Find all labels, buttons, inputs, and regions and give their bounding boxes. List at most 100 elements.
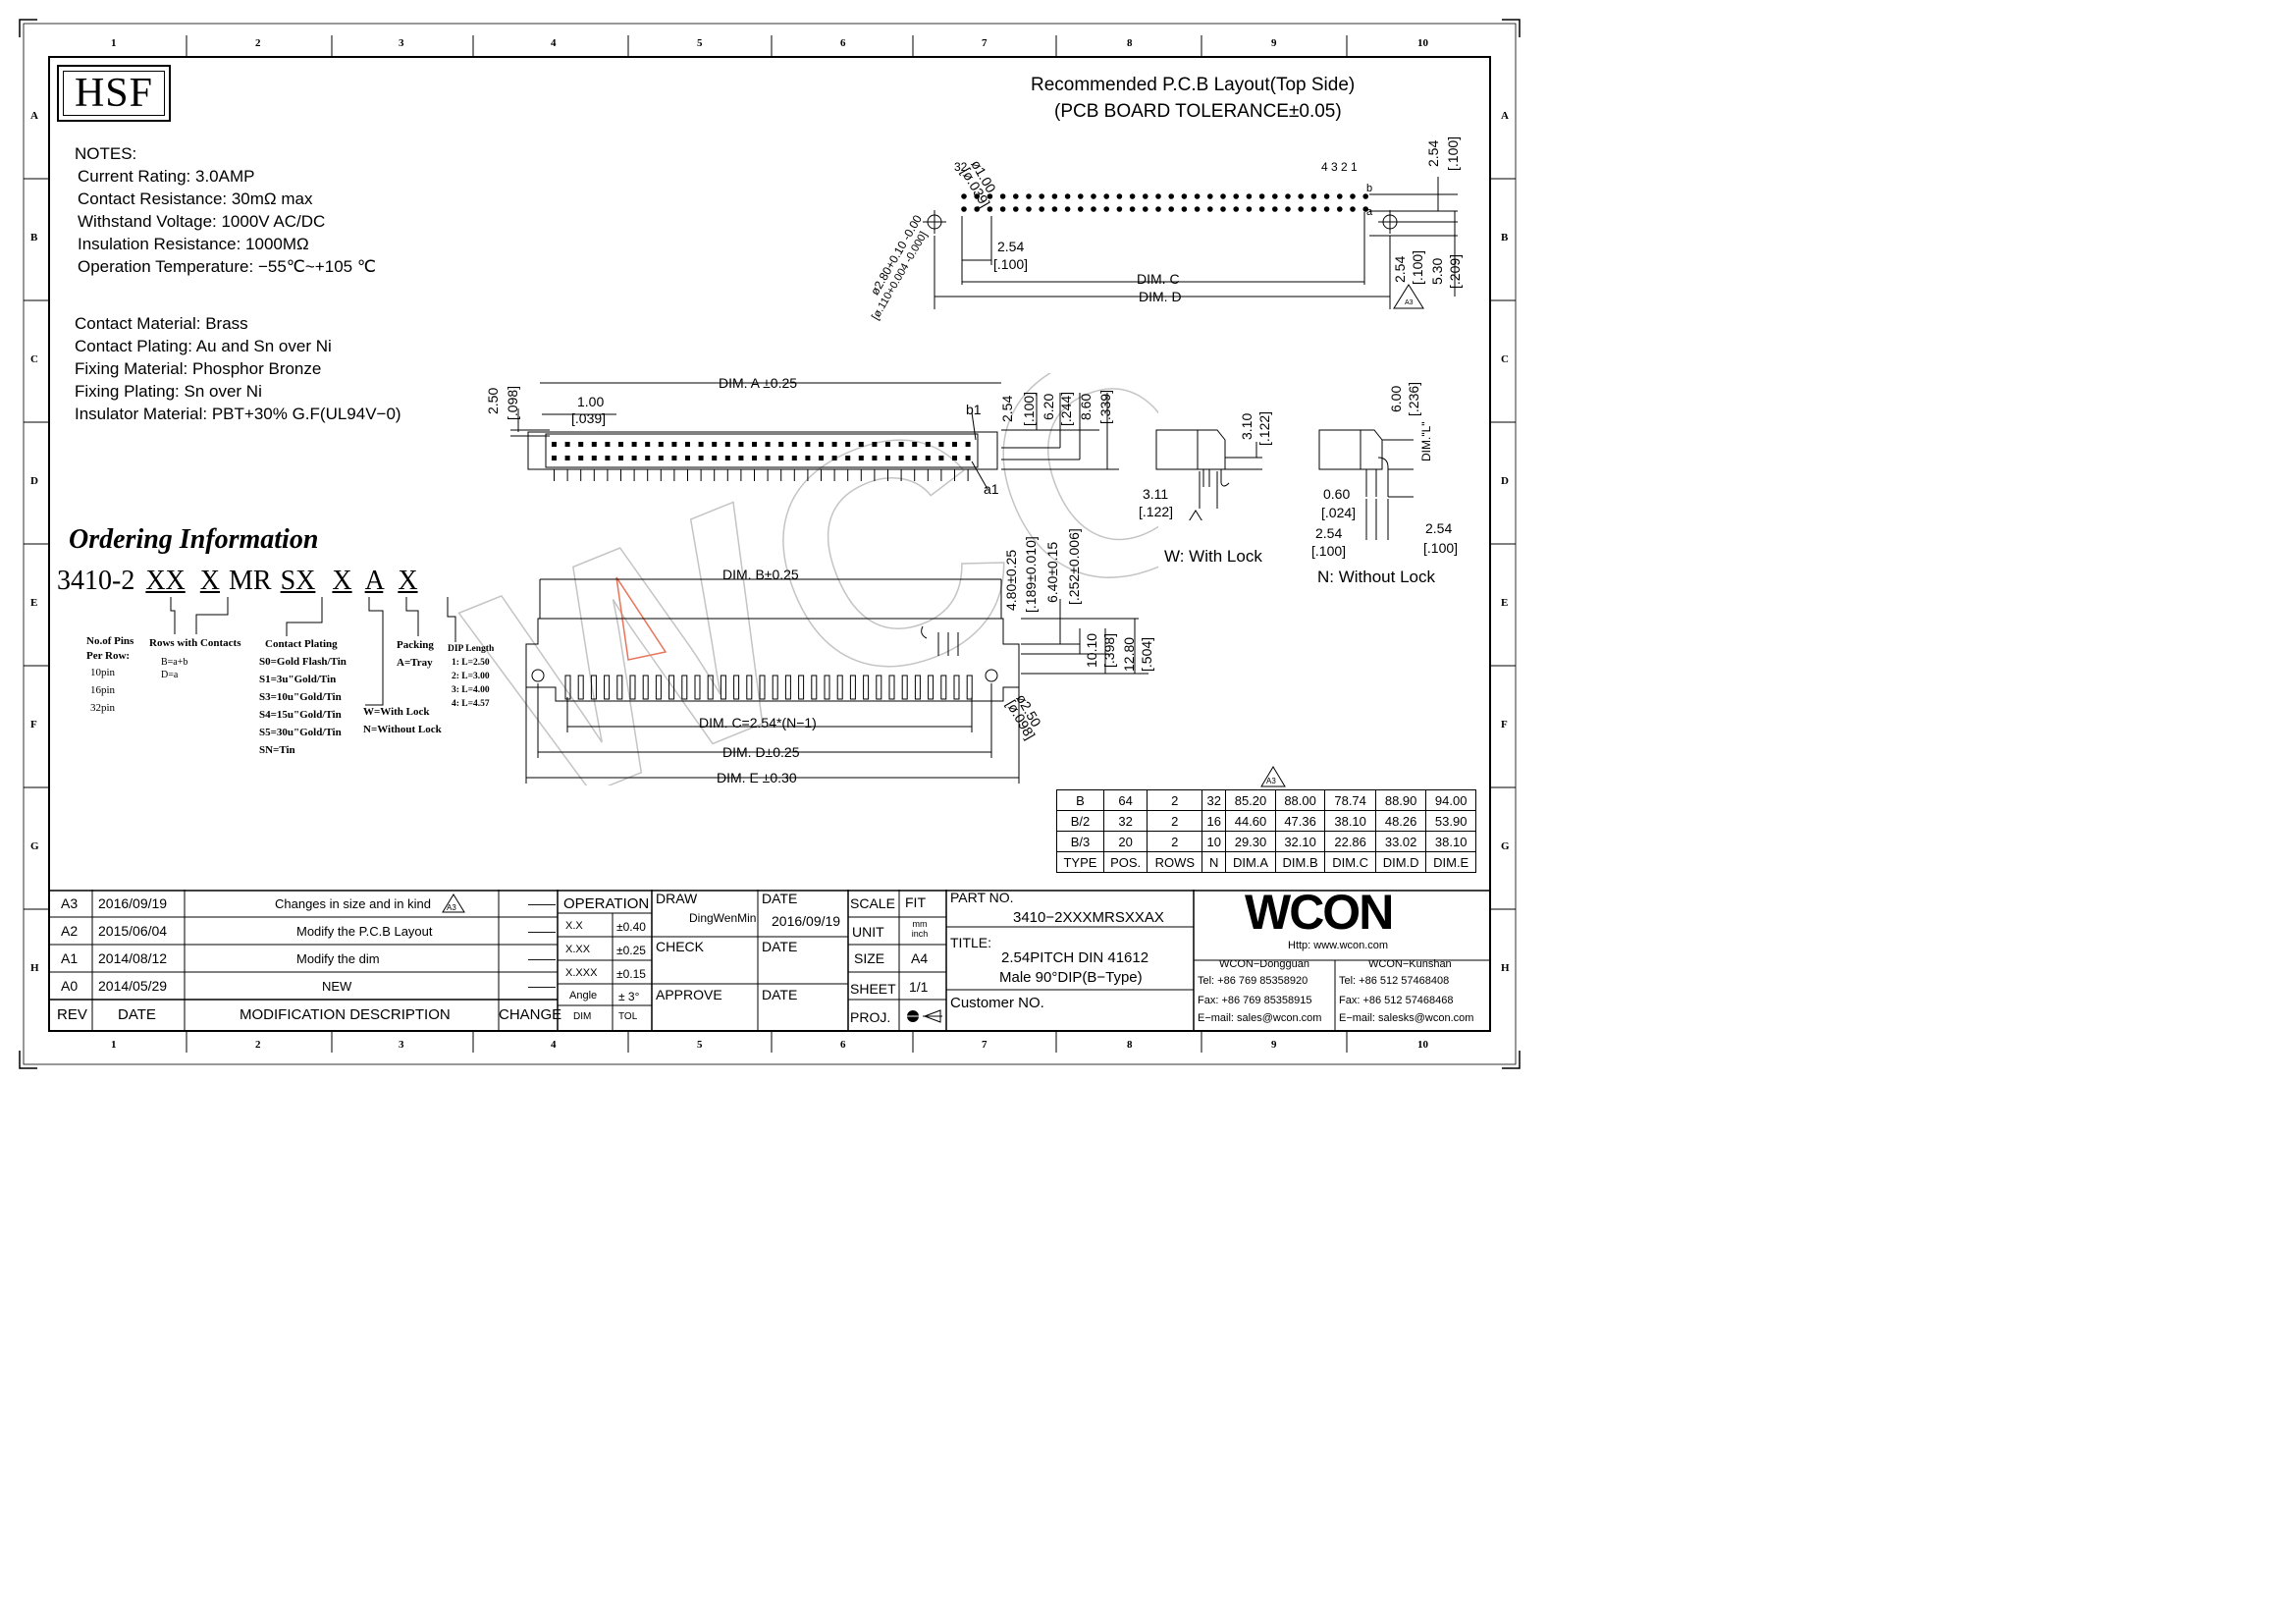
front-pin (849, 675, 856, 700)
pcb-pin-b (1026, 193, 1032, 199)
pcb-pin-b (1272, 193, 1278, 199)
code-x1: X (199, 566, 221, 596)
pcb-pin-b (1310, 193, 1317, 199)
pcb-r530: 5.30 (1429, 257, 1445, 285)
side-socket (671, 456, 677, 460)
front-pin (655, 675, 662, 700)
rev-row-date: 2014/05/29 (98, 978, 168, 994)
pcb-pin-b (1078, 193, 1084, 199)
grid-row-a: A (30, 110, 38, 122)
ordering-code: 3410-2 XX X MR SX X A X (57, 566, 418, 597)
n-600: 6.00 (1388, 385, 1404, 412)
grid-col-2: 2 (255, 37, 261, 49)
plating-option: S1=3u"Gold/Tin (259, 674, 337, 685)
front-pin (604, 675, 611, 700)
side-socket (712, 456, 718, 460)
tol-val: ±0.25 (616, 944, 646, 957)
side-socket (925, 456, 931, 460)
pcb-pin-b (1362, 193, 1368, 199)
pcb-pin-b (1116, 193, 1123, 199)
sheet-value: 1/1 (909, 979, 929, 995)
pcb-pin-b (1039, 193, 1044, 199)
side-socket (791, 456, 797, 460)
side-socket (938, 442, 944, 447)
n-dim-l: DIM."L" (1419, 421, 1433, 461)
pcb-pitch: 2.54 (997, 239, 1025, 254)
front-pin (784, 675, 791, 700)
pcb-pin-b (1103, 193, 1109, 199)
side-socket (845, 442, 851, 447)
grid-col-6: 6 (840, 37, 846, 49)
ks-fax: Fax: +86 512 57468468 (1339, 995, 1454, 1006)
grid-col-1-bottom: 1 (111, 1039, 117, 1051)
plating-option: S0=Gold Flash/Tin (259, 656, 347, 668)
side-socket (738, 442, 744, 447)
pcb-pin-b (1258, 193, 1265, 199)
side-socket (631, 442, 637, 447)
side-socket (698, 456, 704, 460)
grid-row-f-right: F (1501, 719, 1508, 731)
pcb-pin-b (1337, 193, 1343, 199)
pcb-pin-b (1298, 193, 1304, 199)
pcb-pin-b (1168, 193, 1174, 199)
ks-tel: Tel: +86 512 57468408 (1339, 975, 1450, 987)
dg-name: WCON−Dongguan (1219, 958, 1310, 970)
front-dim-c: DIM. C=2.54*(N−1) (699, 715, 817, 731)
pcb-pin-a (1220, 206, 1226, 212)
front-pin (836, 675, 843, 700)
table-cell: 33.02 (1374, 831, 1427, 852)
dip-option: 4: L=4.57 (452, 699, 490, 709)
front-h1280: 12.80 (1121, 636, 1137, 672)
table-cell: 88.90 (1374, 789, 1427, 811)
grid-col-4-bottom: 4 (551, 1039, 557, 1051)
table-cell: 44.60 (1225, 810, 1276, 832)
pcb-pin-b (1051, 193, 1058, 199)
dg-mail: E−mail: sales@wcon.com (1198, 1012, 1322, 1024)
grid-row-b-right: B (1501, 232, 1509, 244)
side-socket (645, 456, 651, 460)
packing-block: Packing A=Tray (397, 636, 434, 672)
tol-key: X.XXX (565, 967, 598, 979)
table-cell: 32 (1201, 789, 1227, 811)
grid-col-7-bottom: 7 (982, 1039, 988, 1051)
pcb-pin-a (1051, 206, 1058, 212)
grid-col-9-bottom: 9 (1271, 1039, 1277, 1051)
front-pin (811, 675, 818, 700)
table-cell: B/3 (1056, 831, 1104, 852)
front-dim-d: DIM. D±0.25 (722, 744, 800, 760)
side-socket (872, 442, 878, 447)
tol-key: X.X (565, 920, 583, 932)
front-pin (824, 675, 830, 700)
side-socket (578, 456, 584, 460)
rev-row-date: 2015/06/04 (98, 923, 168, 939)
table-cell: 2 (1147, 810, 1203, 832)
pcb-pin-a (974, 206, 980, 212)
front-pin (629, 675, 636, 700)
tol-key: DIM (573, 1011, 592, 1022)
grid-row-g-right: G (1501, 840, 1510, 852)
rev-header-rev: REV (57, 1006, 87, 1023)
side-d620: 6.20 (1041, 393, 1056, 420)
pcb-pin-a (1337, 206, 1343, 212)
pcb-pin-b (1285, 193, 1291, 199)
side-socket (898, 442, 904, 447)
n-254b: 2.54 (1425, 520, 1453, 536)
table-header: DIM.E (1425, 851, 1476, 873)
front-pin (759, 675, 766, 700)
rev-row-rev: A3 (61, 895, 79, 911)
pcb-pin-b (999, 193, 1006, 199)
pcb-pin-a (1207, 206, 1213, 212)
side-socket (819, 456, 824, 460)
front-pin (733, 675, 740, 700)
front-pin (953, 675, 960, 700)
rev-row-date: 2014/08/12 (98, 950, 168, 966)
dg-tel: Tel: +86 769 85358920 (1198, 975, 1308, 987)
side-socket (845, 456, 851, 460)
table-row: B/2 32 2 16 44.60 47.36 38.10 48.26 53.9… (1056, 810, 1476, 832)
rev-row-desc: Changes in size and in kind (275, 896, 431, 911)
front-pin (694, 675, 701, 700)
draw-date-label: DATE (762, 891, 798, 906)
tol-val: ± 3° (618, 990, 640, 1003)
side-socket (658, 456, 664, 460)
side-socket (858, 442, 864, 447)
